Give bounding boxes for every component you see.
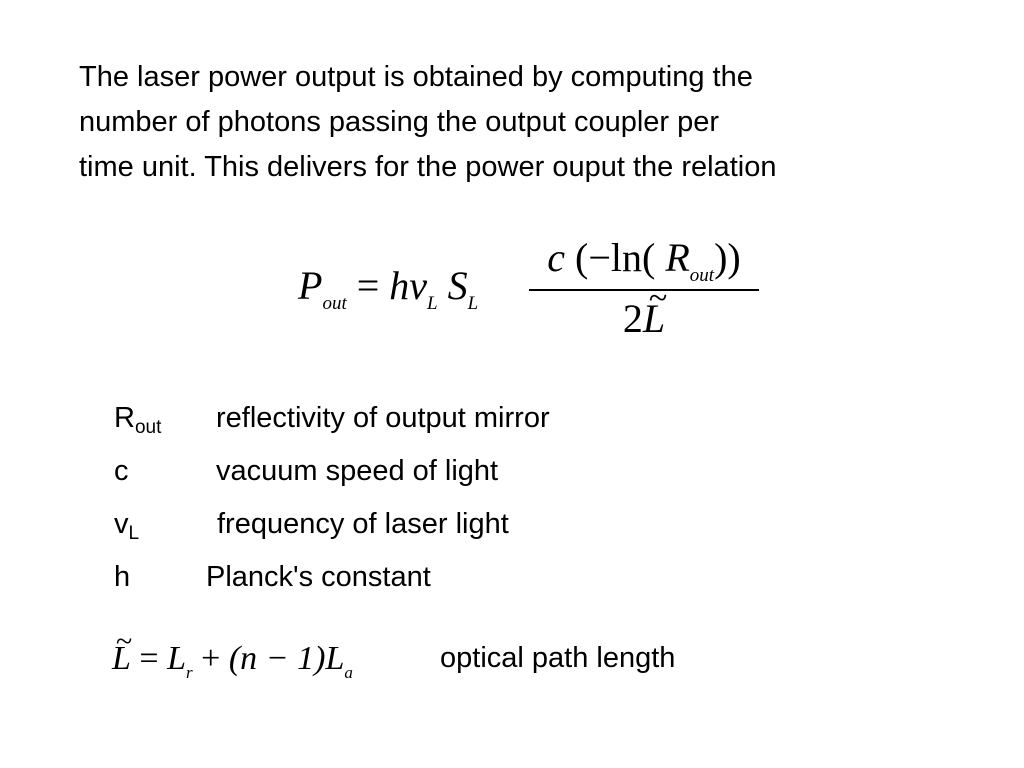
definition-symbol: vL <box>114 508 140 544</box>
path-la-sub: a <box>344 663 353 682</box>
denominator-l: L <box>642 296 666 341</box>
formula-symbol-p: P <box>298 263 323 308</box>
definition-description: frequency of laser light <box>217 508 509 540</box>
definition-row-h: h Planck's constant <box>114 559 714 599</box>
formula-subscript-s-l: L <box>467 293 479 314</box>
numerator-open: (−ln( <box>575 235 656 280</box>
path-paren: (n − 1) <box>228 640 326 677</box>
fraction-bar <box>529 289 759 291</box>
formula-equals: = <box>356 263 380 308</box>
denominator-tilde: ~ <box>648 280 668 317</box>
intro-paragraph: The laser power output is obtained by co… <box>79 55 999 190</box>
numerator-close: )) <box>714 235 741 280</box>
intro-line-3: time unit. This delivers for the power o… <box>79 151 777 183</box>
definition-symbol: h <box>114 561 131 593</box>
path-la: L <box>325 640 345 677</box>
definition-description: reflectivity of output mirror <box>216 402 550 434</box>
path-lr-sub: r <box>186 663 193 682</box>
definition-symbol: Rout <box>114 402 162 438</box>
intro-line-2: number of photons passing the output cou… <box>79 106 720 138</box>
path-tilde: ~ <box>116 625 133 658</box>
denominator-2: 2 <box>622 296 643 341</box>
power-output-fraction: c (−ln( Rout)) 2~L <box>529 230 759 350</box>
fraction-numerator: c (−ln( Rout)) <box>529 234 759 290</box>
formula-subscript-nu-l: L <box>427 293 438 314</box>
optical-path-formula: ~L = Lr + (n − 1)La <box>112 625 353 685</box>
path-equals: = <box>139 640 159 677</box>
formula-subscript-out: out <box>322 293 347 314</box>
definition-row-c: c vacuum speed of light <box>114 453 714 493</box>
numerator-r: R <box>665 235 690 280</box>
path-l-tilde: L <box>112 640 131 677</box>
formula-symbol-nu: ν <box>409 263 428 308</box>
fraction-denominator: 2~L <box>529 280 759 344</box>
intro-line-1: The laser power output is obtained by co… <box>79 61 753 93</box>
formula-symbol-s: S <box>447 263 468 308</box>
definition-row-rout: Rout reflectivity of output mirror <box>114 400 714 440</box>
numerator-c: c <box>547 235 566 280</box>
power-output-formula-lhs: Pout = hνL SL <box>298 262 478 318</box>
optical-path-label: optical path length <box>440 642 676 674</box>
definition-symbol: c <box>114 455 129 487</box>
definition-description: Planck's constant <box>206 561 431 593</box>
path-plus: + <box>201 640 221 677</box>
numerator-r-sub: out <box>689 265 715 286</box>
path-lr: L <box>167 640 187 677</box>
definition-description: vacuum speed of light <box>216 455 499 487</box>
formula-symbol-h: h <box>389 263 410 308</box>
definition-row-vl: vL frequency of laser light <box>114 506 714 546</box>
